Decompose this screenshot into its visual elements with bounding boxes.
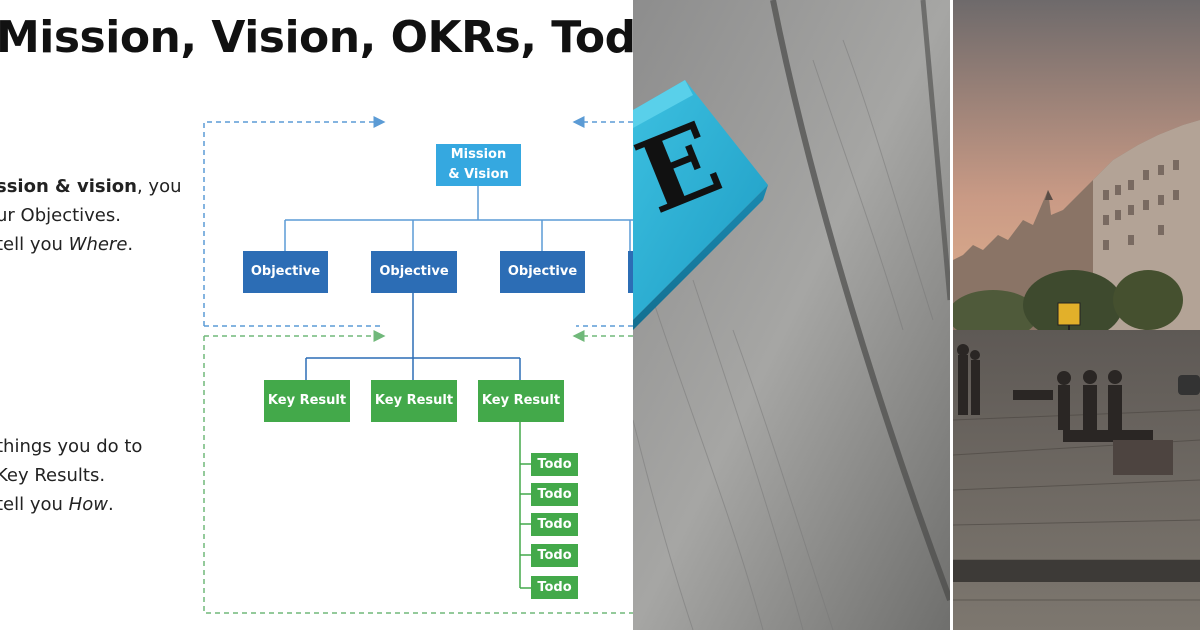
objective-tree-lines: [305, 293, 521, 380]
mission-label-line1: Mission: [450, 147, 507, 162]
mission-label-line2: & Vision: [448, 167, 509, 182]
diagram-connectors: [203, 116, 633, 614]
mission-vision-box: Mission & Vision: [436, 144, 521, 186]
italic-text: How: [68, 494, 108, 515]
panel-divider: [950, 0, 953, 630]
bold-text: ssion & vision: [0, 176, 137, 197]
todo-box: Todo: [531, 453, 578, 476]
mission-tree-lines: [284, 186, 633, 251]
objective-box: Objective: [500, 251, 585, 293]
objective-box-partial: [628, 251, 633, 293]
key-result-box: Key Result: [478, 380, 564, 422]
text-fragment: .: [127, 234, 134, 255]
wood-block-photo: E: [633, 0, 950, 630]
text-line: Key Results.: [0, 465, 106, 486]
text-fragment: .: [107, 494, 114, 515]
key-result-box: Key Result: [264, 380, 350, 422]
city-street-photo: [953, 0, 1200, 630]
objective-box: Objective: [243, 251, 328, 293]
text-fragment: tell you: [0, 494, 69, 515]
wood-block-illustration: E: [633, 0, 950, 630]
text-line: ssion & vision, you: [0, 176, 182, 197]
slide-title: Mission, Vision, OKRs, Todos: [0, 12, 633, 63]
todo-box: Todo: [531, 483, 578, 506]
text-line: tell you Where.: [0, 234, 133, 255]
text-fragment: , you: [136, 176, 182, 197]
text-line: tell you How.: [0, 494, 114, 515]
city-street-illustration: [953, 0, 1200, 630]
todo-box: Todo: [531, 544, 578, 567]
italic-text: Where: [68, 234, 128, 255]
todo-tree-lines: [519, 421, 531, 589]
dashed-loop-blue-left: [203, 116, 386, 326]
dashed-loop-green-left: [203, 336, 633, 614]
text-fragment: tell you: [0, 234, 69, 255]
key-result-box: Key Result: [371, 380, 457, 422]
todo-box: Todo: [531, 576, 578, 599]
objective-box: Objective: [371, 251, 457, 293]
text-line: ur Objectives.: [0, 205, 121, 226]
okr-slide: Mission, Vision, OKRs, Todos ssion & vis…: [0, 12, 633, 614]
text-line: things you do to: [0, 436, 143, 457]
todo-box: Todo: [531, 513, 578, 536]
